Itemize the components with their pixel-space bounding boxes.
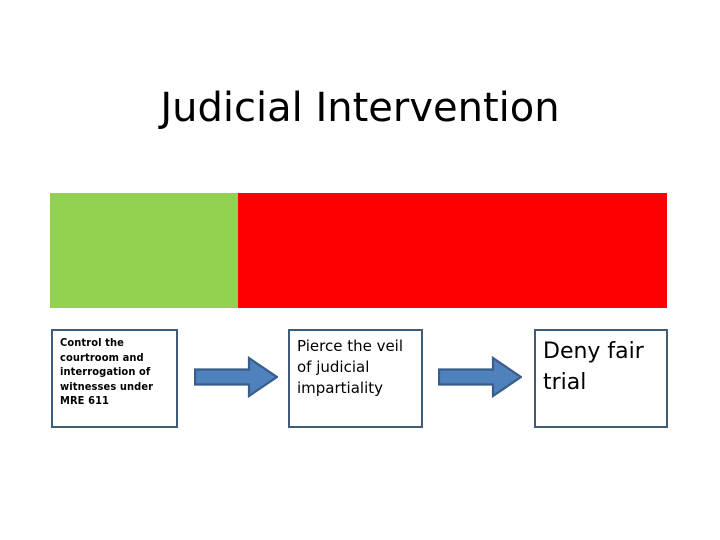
- progress-bar-segment-green: [50, 193, 238, 308]
- flow-step-label-3: Deny fair trial: [543, 339, 644, 395]
- right-arrow-icon: [194, 356, 278, 398]
- progress-bar: [50, 193, 667, 308]
- flow-step-box-3[interactable]: Deny fair trial: [534, 329, 668, 428]
- flow-step-box-2[interactable]: Pierce the veil of judicial impartiality: [288, 329, 423, 428]
- page-title: Judicial Intervention: [160, 85, 560, 131]
- progress-bar-segment-red: [238, 193, 667, 308]
- flow-step-label-2: Pierce the veil of judicial impartiality: [297, 337, 404, 397]
- flow-step-box-1[interactable]: Control the courtroom and interrogation …: [51, 329, 178, 428]
- right-arrow-icon: [438, 356, 522, 398]
- flow-step-label-1: Control the courtroom and interrogation …: [60, 336, 154, 407]
